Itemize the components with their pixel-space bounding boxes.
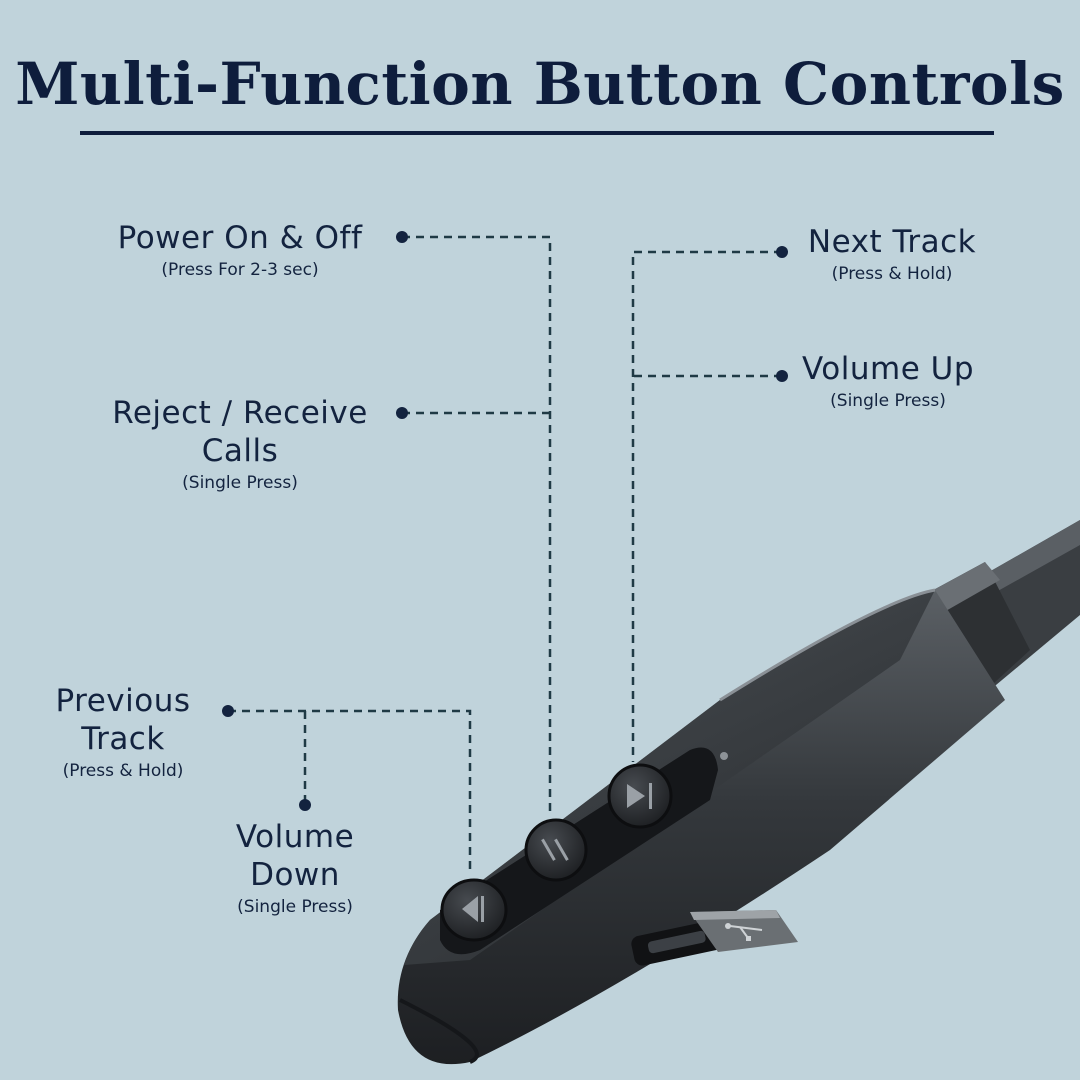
usb-icon (725, 923, 763, 941)
callout-volume-up-title: Volume Up (801, 351, 975, 387)
control-unit-housing (397, 588, 1005, 1065)
callout-power: Power On & Off (Press For 2-3 sec) (90, 219, 390, 283)
callout-power-note: (Press For 2-3 sec) (161, 260, 319, 280)
dot-next (776, 246, 788, 258)
led-indicator (720, 752, 728, 760)
dot-volume-up (776, 370, 788, 382)
callout-previous: Previous Track (Press & Hold) (33, 682, 213, 784)
previous-track-icon (462, 896, 484, 922)
dot-volume-down (299, 799, 311, 811)
callout-volume-down: Volume Down (Single Press) (200, 818, 390, 920)
callout-next-title: Next Track (807, 224, 977, 260)
callout-reject-note: (Single Press) (182, 473, 298, 493)
usb-port (631, 920, 723, 966)
callout-reject-title-line1: Reject / Receive (112, 395, 368, 431)
callout-reject: Reject / Receive Calls (Single Press) (90, 394, 390, 496)
dot-power (396, 231, 408, 243)
callout-volume-up-note: (Single Press) (830, 391, 946, 411)
leader-lines (228, 235, 782, 872)
callout-volume-down-title-line1: Volume (235, 819, 355, 855)
pause-icon (541, 838, 569, 861)
callout-previous-title-line2: Track (81, 721, 165, 757)
callout-power-title: Power On & Off (117, 220, 363, 256)
callout-previous-title-line1: Previous (55, 683, 191, 719)
previous-track-button[interactable] (440, 878, 508, 942)
page-title: Multi-Function Button Controls (15, 50, 1065, 118)
callout-volume-up: Volume Up (Single Press) (782, 350, 994, 414)
next-track-icon (627, 783, 652, 809)
leader-previous (228, 709, 472, 872)
callout-volume-down-title-line2: Down (250, 857, 340, 893)
next-track-button[interactable] (607, 763, 673, 829)
leader-dots (222, 231, 788, 811)
callout-previous-note: (Press & Hold) (62, 761, 184, 781)
usb-port-cover[interactable] (690, 910, 798, 952)
dot-previous (222, 705, 234, 717)
title-underline (80, 131, 994, 135)
callout-volume-down-note: (Single Press) (237, 897, 353, 917)
pause-button[interactable] (524, 818, 588, 882)
callout-reject-title-line2: Calls (201, 433, 279, 469)
leader-power (402, 235, 552, 815)
dot-reject (396, 407, 408, 419)
leader-next (631, 250, 782, 762)
callout-next-note: (Press & Hold) (831, 264, 953, 284)
callout-next: Next Track (Press & Hold) (782, 223, 1002, 287)
